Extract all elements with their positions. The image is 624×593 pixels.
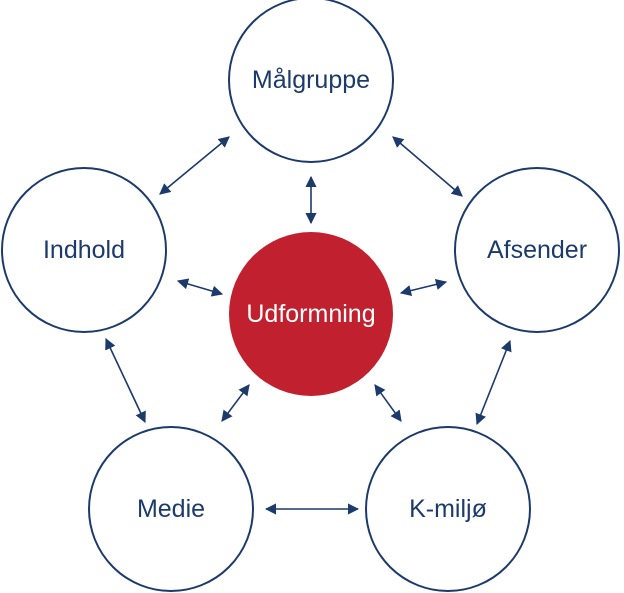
node-circle (228, 0, 394, 163)
node-afsender: Afsender (454, 167, 620, 333)
center-label: Udformning (246, 300, 375, 328)
node-label: Medie (137, 495, 205, 523)
node-label: Indhold (43, 236, 125, 264)
arrow-indhold-malgruppe (159, 136, 230, 195)
node-label: Afsender (487, 236, 587, 264)
node-indhold: Indhold (1, 167, 167, 333)
node-circle (88, 426, 254, 592)
arrow-medie-indhold (105, 337, 146, 424)
center-node: Udformning (229, 232, 393, 396)
node-medie: Medie (88, 426, 254, 592)
node-label: K-miljø (409, 495, 487, 523)
arrow-afsender-kmiljo (475, 339, 512, 426)
arrow-indhold-udformning (176, 278, 224, 297)
arrow-malgruppe-afsender (392, 136, 463, 197)
connector-arrows (105, 136, 512, 515)
node-label: Målgruppe (252, 66, 370, 94)
node-circle (365, 426, 531, 592)
center-circle (229, 232, 393, 396)
node-circle (454, 167, 620, 333)
node-k-miljo: K-miljø (365, 426, 531, 592)
node-circle (1, 167, 167, 333)
node-malgruppe: Målgruppe (228, 0, 394, 163)
arrow-kmiljo-udformning (374, 384, 402, 422)
arrow-medie-udformning (221, 384, 250, 422)
arrow-afsender-udformning (399, 278, 448, 297)
